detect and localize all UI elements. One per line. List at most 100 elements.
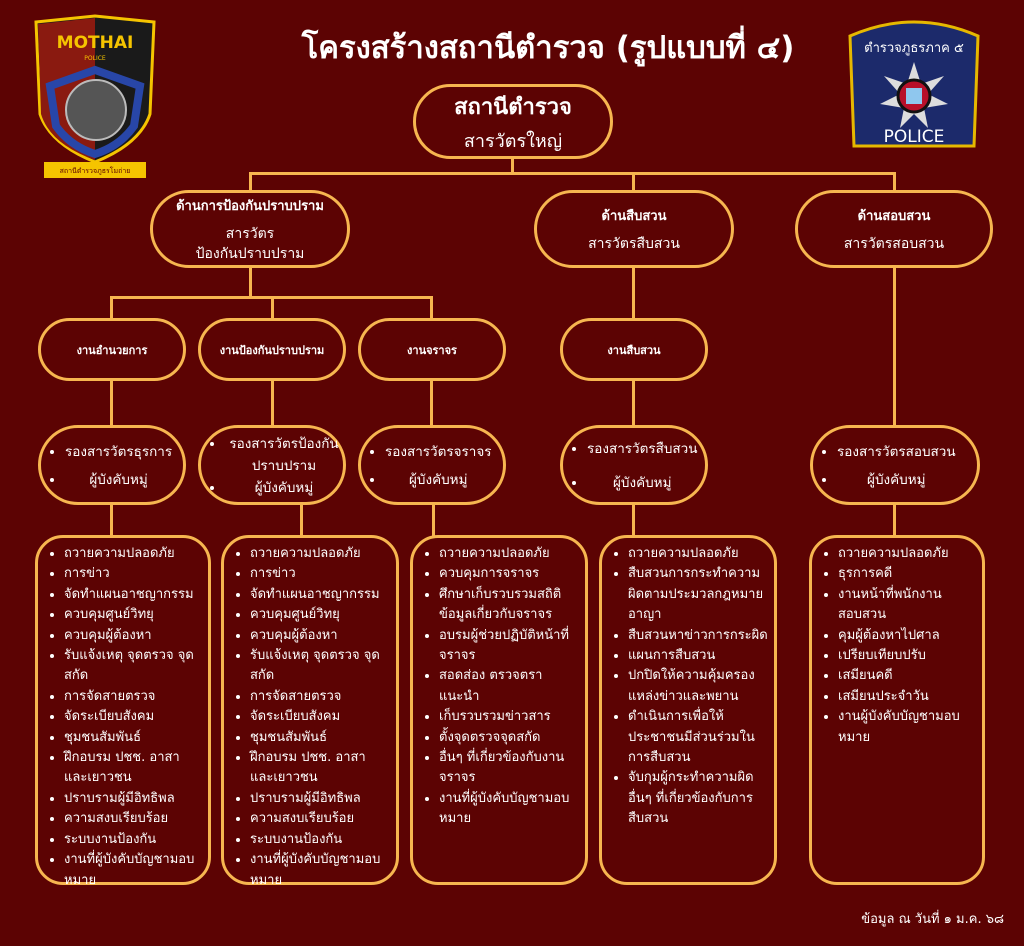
unit-node: งานอำนวยการ (38, 318, 186, 381)
svg-text:ตำรวจภูธรภาค ๕: ตำรวจภูธรภาค ๕ (864, 41, 964, 56)
duty-item: เก็บรวบรวมข่าวสาร (439, 707, 579, 727)
unit-label: งานสืบสวน (607, 343, 661, 357)
connector (632, 172, 635, 192)
unit-label: งานจราจร (407, 343, 457, 357)
duty-item: ควบคุมผู้ต้องหา (64, 626, 202, 646)
unit-label: งานป้องกันปราบปราม (219, 343, 325, 357)
duty-item: คุมผู้ต้องหาไปศาล (838, 626, 976, 646)
division-heading: ด้านสืบสวน (601, 208, 667, 224)
connector (110, 296, 113, 320)
duty-item: ถวายความปลอดภัย (838, 544, 976, 564)
connector (249, 172, 252, 192)
division-heading: ด้านสอบสวน (857, 208, 931, 224)
duty-item: ตั้งจุดตรวจจุดสกัด (439, 728, 579, 748)
duty-item: ระบบงานป้องกัน (250, 830, 390, 850)
connector (249, 268, 252, 298)
connector (632, 268, 635, 320)
duty-item: ควบคุมการจราจร (439, 564, 579, 584)
connector (271, 380, 274, 426)
division-sub: สารวัตรสืบสวน (588, 235, 680, 252)
officer-item: ผู้บังคับหมู่ (837, 468, 956, 490)
root-heading: สถานีตำรวจ (454, 94, 572, 120)
duty-item: ถวายความปลอดภัย (250, 544, 390, 564)
svg-text:สถานีตำรวจภูธรโมถ่าย: สถานีตำรวจภูธรโมถ่าย (60, 166, 131, 175)
police-region-badge: ตำรวจภูธรภาค ๕ POLICE (846, 16, 982, 150)
duty-item: จัดทำแผนอาชญากรรม (250, 585, 390, 605)
duty-item: ควบคุมศูนย์วิทยุ (250, 605, 390, 625)
connector (893, 505, 896, 537)
connector (632, 380, 635, 426)
unit-node: งานสืบสวน (560, 318, 708, 381)
root-sub: สารวัตรใหญ่ (463, 130, 563, 152)
duty-item: ถวายความปลอดภัย (628, 544, 768, 564)
duty-item: ระบบงานป้องกัน (64, 830, 202, 850)
duties-investigation: ถวายความปลอดภัยสืบสวนการกระทำความผิดตามป… (599, 535, 777, 885)
duty-item: การข่าว (250, 564, 390, 584)
duty-item: ฝึกอบรม ปชช. อาสา และเยาวชน (250, 748, 390, 789)
duty-item: ถวายความปลอดภัย (64, 544, 202, 564)
officer-node: รองสารวัตรจราจรผู้บังคับหมู่ (358, 425, 506, 505)
duty-item: ฝึกอบรม ปชช. อาสา และเยาวชน (64, 748, 202, 789)
duty-item: อื่นๆ ที่เกี่ยวข้องกับงานจราจร (439, 748, 579, 789)
duty-item: รับแจ้งเหตุ จุดตรวจ จุดสกัด (250, 646, 390, 687)
connector (110, 380, 113, 426)
officer-node: รองสารวัตรสืบสวนผู้บังคับหมู่ (560, 425, 708, 505)
officer-item: รองสารวัตรป้องกันปราบปราม (225, 432, 343, 476)
duty-item: ความสงบเรียบร้อย (250, 809, 390, 829)
duty-item: เสมียนคดี (838, 666, 976, 686)
division-prevention: ด้านการป้องกันปราบปราม สารวัตร ป้องกันปร… (150, 190, 350, 268)
connector (110, 505, 113, 537)
page-title: โครงสร้างสถานีตำรวจ (รูปแบบที่ ๔) (301, 30, 795, 66)
duties-prevention: ถวายความปลอดภัยการข่าวจัดทำแผนอาชญากรรมค… (221, 535, 399, 888)
division-sub: สารวัตร (225, 225, 275, 242)
division-investigation: ด้านสืบสวน สารวัตรสืบสวน (534, 190, 734, 268)
duty-item: การจัดสายตรวจ (250, 687, 390, 707)
connector (893, 172, 896, 192)
duty-item: อบรมผู้ช่วยปฏิบัติหน้าที่จราจร (439, 626, 579, 667)
duty-item: สืบสวนหาข่าวการกระผิด (628, 626, 768, 646)
connector (430, 296, 433, 320)
duty-item: ควบคุมผู้ต้องหา (250, 626, 390, 646)
division-heading: ด้านการป้องกันปราบปราม (176, 198, 324, 214)
root-node: สถานีตำรวจ สารวัตรใหญ่ (413, 84, 613, 159)
duty-item: ควบคุมศูนย์วิทยุ (64, 605, 202, 625)
duties-admin: ถวายความปลอดภัยการข่าวจัดทำแผนอาชญากรรมค… (35, 535, 211, 888)
officer-item: ผู้บังคับหมู่ (587, 471, 697, 493)
officer-item: ผู้บังคับหมู่ (385, 468, 492, 490)
svg-text:POLICE: POLICE (84, 55, 106, 62)
duty-item: แผนการสืบสวน (628, 646, 768, 666)
svg-text:POLICE: POLICE (884, 127, 945, 147)
officer-item: รองสารวัตรสอบสวน (837, 440, 956, 462)
station-logo: MOTHAI POLICE สถานีตำรวจภูธรโมถ่าย (30, 14, 160, 184)
duty-item: การจัดสายตรวจ (64, 687, 202, 707)
duty-item: งานที่ผู้บังคับบัญชามอบหมาย (64, 850, 202, 891)
division-sub: ป้องกันปราบปราม (195, 245, 305, 262)
duty-item: ความสงบเรียบร้อย (64, 809, 202, 829)
duty-item: เปรียบเทียบปรับ (838, 646, 976, 666)
duty-item: งานหน้าที่พนักงานสอบสวน (838, 585, 976, 626)
connector (893, 268, 896, 426)
officer-item: ผู้บังคับหมู่ (225, 476, 343, 498)
duty-item: เสมียนประจำวัน (838, 687, 976, 707)
connector (271, 296, 274, 320)
duty-item: ชุมชนสัมพันธ์ (64, 728, 202, 748)
division-sub: สารวัตรสอบสวน (843, 235, 945, 252)
duty-item: ชุมชนสัมพันธ์ (250, 728, 390, 748)
duty-item: ปกปิดให้ความคุ้มครองแหล่งข่าวและพยาน (628, 666, 768, 707)
officer-node: รองสารวัตรสอบสวนผู้บังคับหมู่ (810, 425, 980, 505)
division-inquiry: ด้านสอบสวน สารวัตรสอบสวน (795, 190, 993, 268)
duty-item: รับแจ้งเหตุ จุดตรวจ จุดสกัด (64, 646, 202, 687)
duty-item: ถวายความปลอดภัย (439, 544, 579, 564)
connector (432, 505, 435, 537)
connector (250, 172, 896, 175)
data-date-note: ข้อมูล ณ วันที่ ๑ ม.ค. ๖๘ (861, 912, 1004, 927)
officer-item: รองสารวัตรสืบสวน (587, 437, 697, 459)
duty-item: ดำเนินการเพื่อให้ประชาชนมีส่วนร่วมในการส… (628, 707, 768, 768)
duty-item: ธุรการคดี (838, 564, 976, 584)
unit-node: งานจราจร (358, 318, 506, 381)
officer-item: รองสารวัตรจราจร (385, 440, 492, 462)
duty-item: ปราบรามผู้มีอิทธิพล (64, 789, 202, 809)
duties-traffic: ถวายความปลอดภัยควบคุมการจราจรศึกษาเก็บรว… (410, 535, 588, 885)
duty-item: สืบสวนการกระทำความผิดตามประมวลกฎหมายอาญา (628, 564, 768, 625)
duty-item: ศึกษาเก็บรวบรวมสถิติข้อมูลเกี่ยวกับจราจร (439, 585, 579, 626)
